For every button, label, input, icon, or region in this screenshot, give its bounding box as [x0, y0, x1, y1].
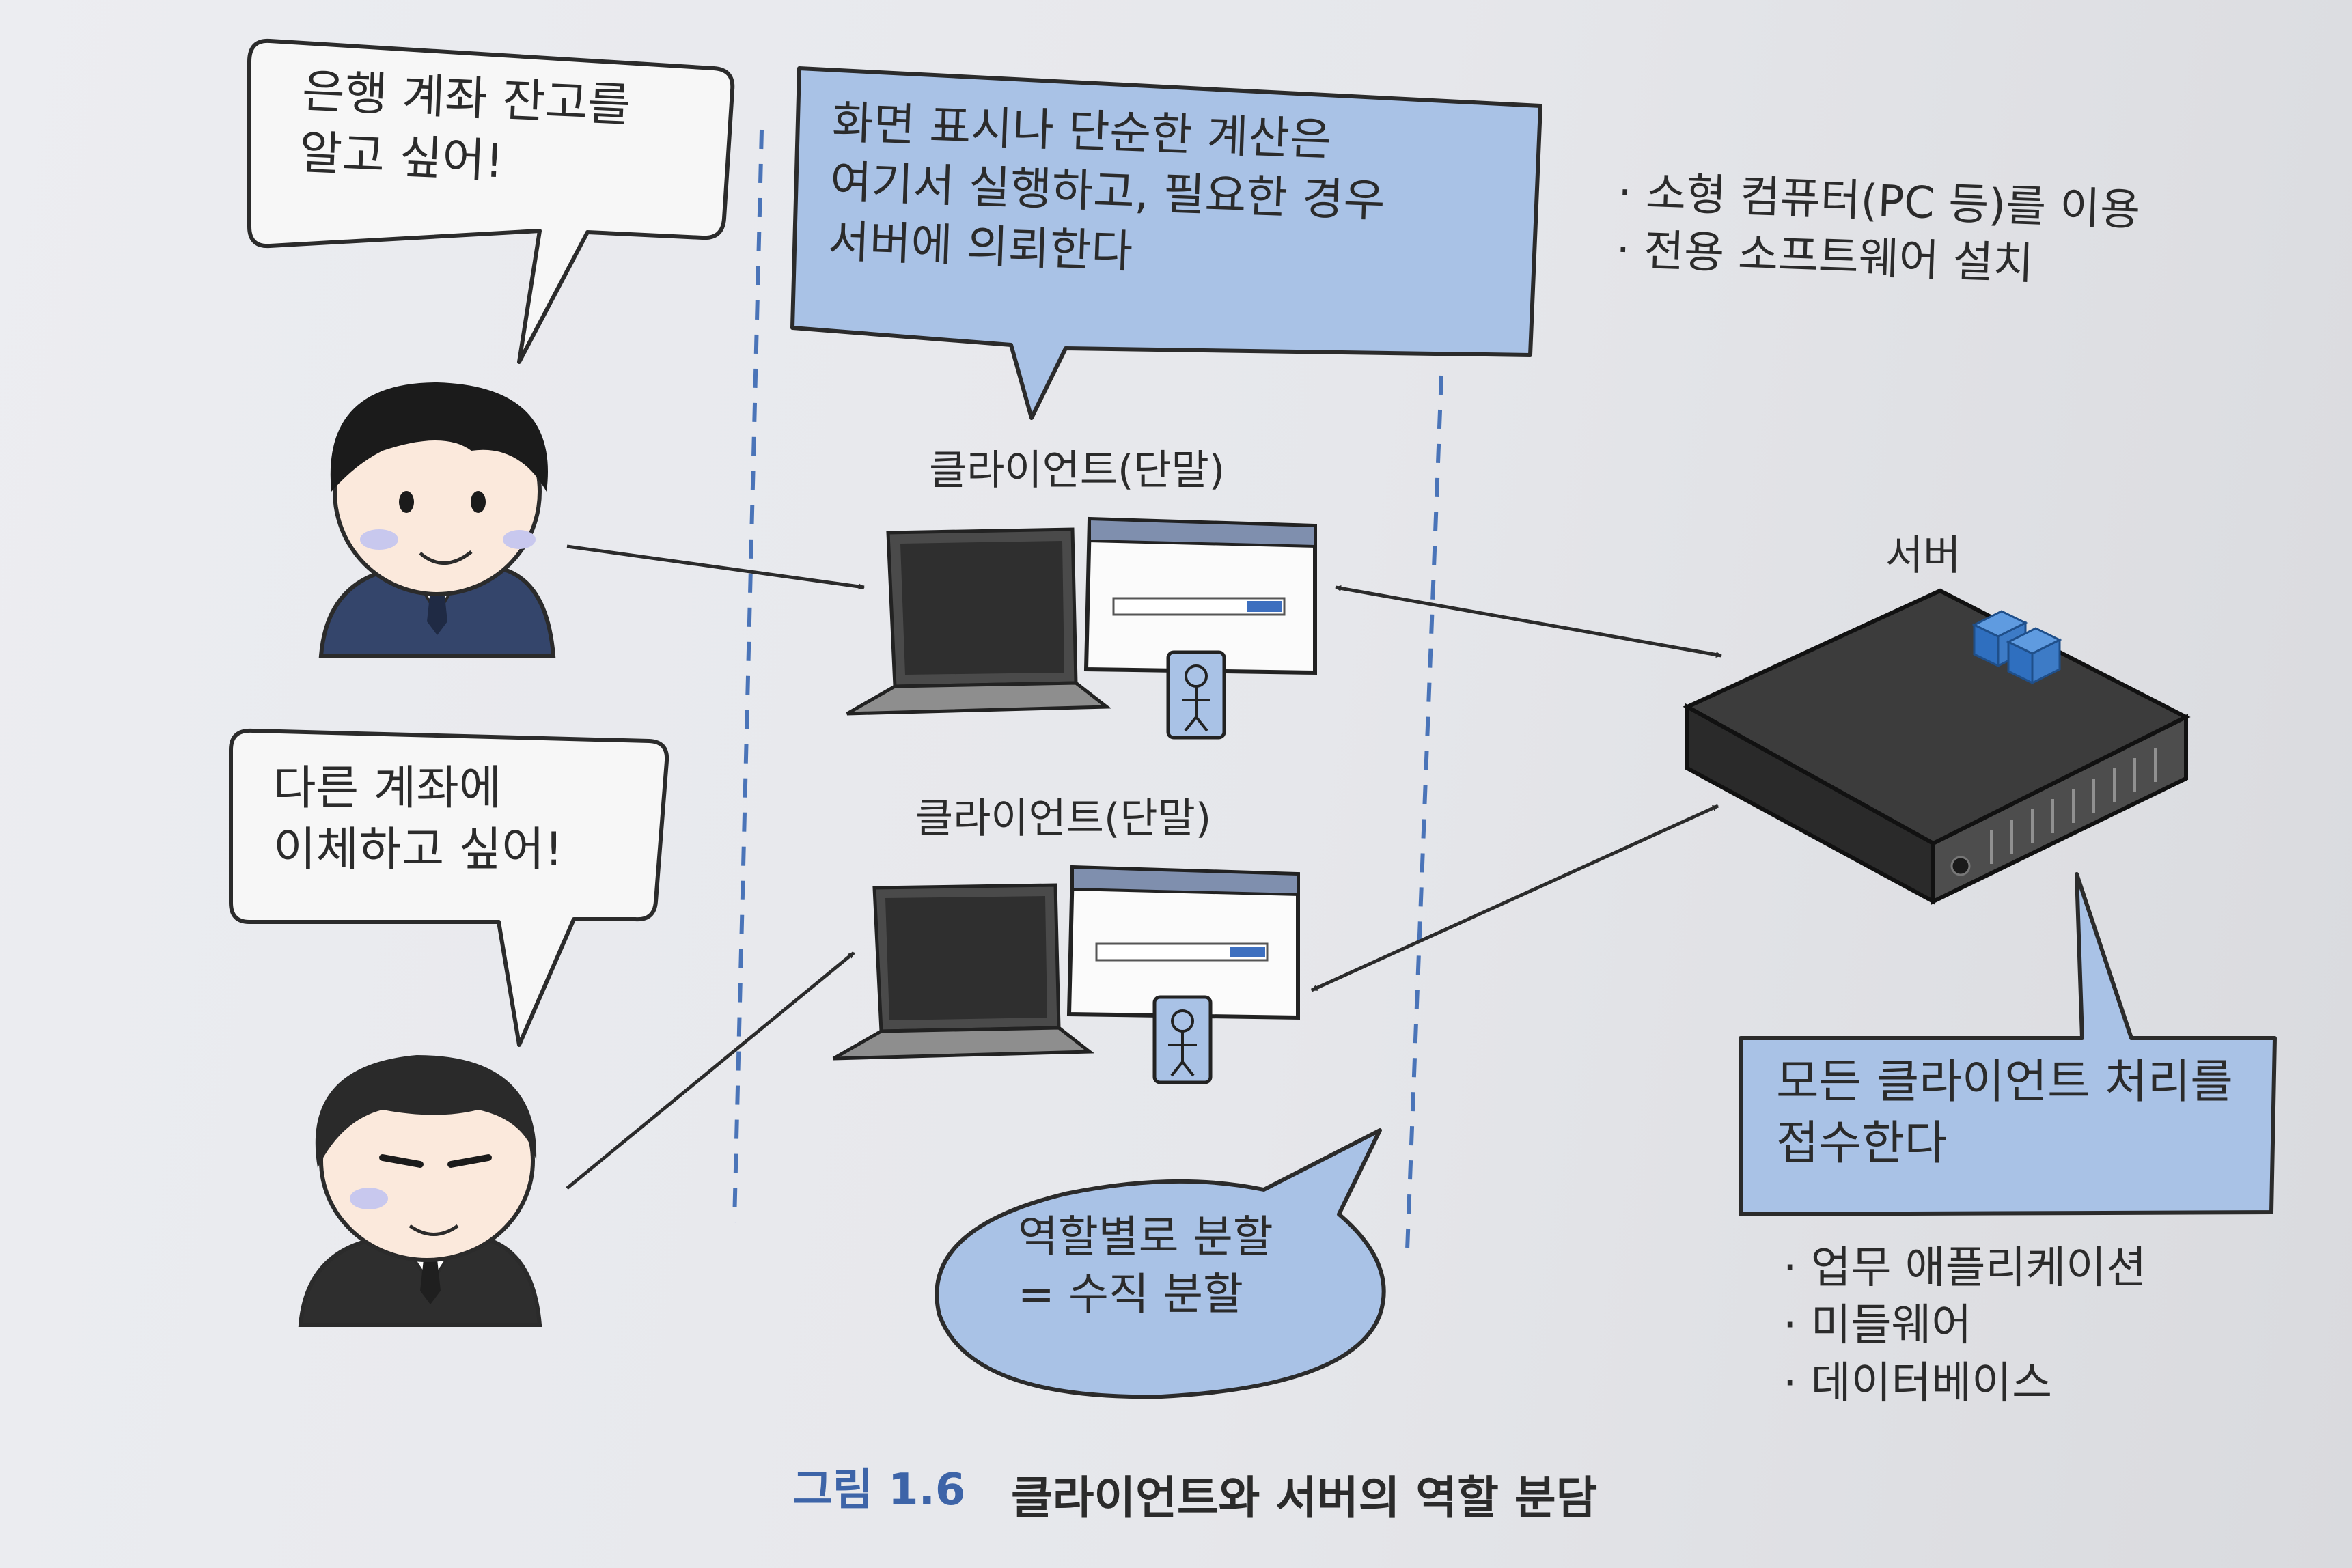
client-spec-list: · 소형 컴퓨터(PC 등)를 이용 · 전용 소프트웨어 설치: [1615, 164, 2141, 298]
user-badge-bottom-icon: [1152, 995, 1213, 1084]
user-badge-top-icon: [1166, 650, 1226, 740]
figure-caption: 클라이언트와 서버의 역할 분담: [1011, 1472, 1598, 1524]
server-spec-list: · 업무 애플리케이션 · 미들웨어 · 데이터베이스: [1783, 1240, 2146, 1412]
server-spec-item: · 데이터베이스: [1783, 1358, 2052, 1409]
split-bubble: [935, 1128, 1386, 1399]
person-old: [298, 1055, 542, 1327]
server-icon: [1683, 588, 2191, 906]
arrow-client2-server: [1310, 804, 1719, 992]
client-bottom-label: 클라이언트(단말): [915, 795, 1212, 843]
server-label: 서버: [1885, 532, 1961, 580]
client-window-top-icon: [1083, 516, 1317, 675]
client-role-bubble: [790, 66, 1542, 420]
arrow-user2-client: [566, 951, 855, 1190]
figure-number: 그림 1.6: [792, 1465, 966, 1515]
divider-left: [732, 129, 764, 1223]
user1-bubble: [247, 38, 735, 364]
user2-bubble-text: 다른 계좌에 이체하고 싶어!: [273, 761, 564, 877]
split-bubble-text: 역할별로 분할 = 수직 분할: [1018, 1212, 1273, 1321]
laptop-bottom-icon: [832, 883, 1095, 1061]
laptop-top-icon: [846, 527, 1112, 716]
user1-bubble-text: 은행 계좌 잔고를 알고 싶어!: [298, 64, 632, 189]
client-window-bottom-icon: [1066, 865, 1300, 1020]
client-top-label: 클라이언트(단말): [929, 447, 1226, 494]
divider-right: [1405, 375, 1443, 1250]
server-spec-item: · 업무 애플리케이션: [1783, 1243, 2147, 1293]
arrow-client1-server: [1335, 585, 1722, 658]
server-spec-item: · 미들웨어: [1783, 1300, 1972, 1352]
arrow-user1-client: [566, 544, 865, 590]
person-young: [318, 382, 556, 658]
client-role-text: 화면 표시나 단순한 계산은 여기서 실행하고, 필요한 경우 서버에 의뢰한다: [827, 96, 1386, 279]
server-role-text: 모든 클라이언트 처리를 접수한다: [1776, 1055, 2233, 1171]
server-role-bubble: [1739, 872, 2277, 1216]
user2-bubble: [229, 728, 669, 1047]
